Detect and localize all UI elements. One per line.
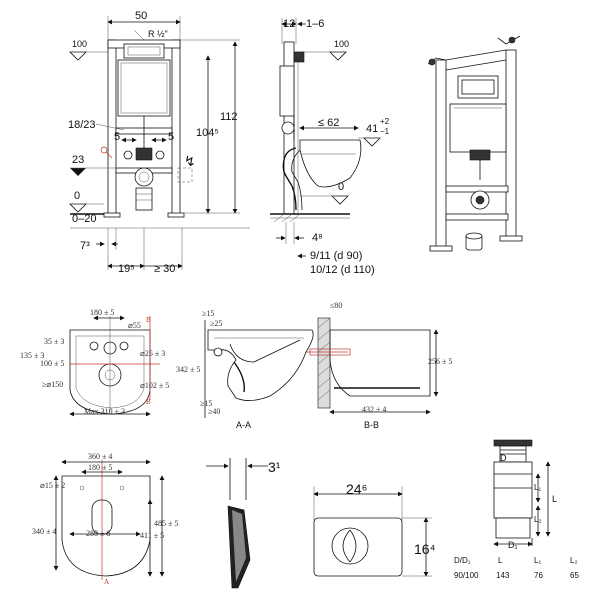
dim-18-23-label: 18/23 — [68, 119, 96, 131]
bb-d256-label: 256 ± 5 — [428, 357, 452, 366]
pipe-dimension-table: D/D₁ L L₁ L₂ 90/100 143 76 65 — [454, 556, 579, 580]
dim-0-20-label: 0–20 — [72, 213, 96, 225]
seat-d411-label: 411 ± 5 — [140, 531, 164, 540]
table-header-l: L — [498, 556, 503, 565]
flush-plate-side-view: 3¹ — [206, 458, 281, 589]
section-aa-view: ≥15 ≥25 342 ± 5 ≥15 ≥40 A-A — [176, 309, 314, 430]
side-tol-plus-label: +2 — [380, 117, 390, 126]
seat-d280-label: 280 ± 8 — [86, 529, 110, 538]
seat-d360-label: 360 ± 4 — [88, 452, 112, 461]
seat-d15-label: ⌀15 ± 2 — [40, 481, 65, 490]
section-b-top-label: B — [146, 316, 151, 324]
frame-width-label: 50 — [135, 10, 147, 22]
frame-side-view: 12 1–6 100 ≤ 62 41 +2 −1 0 — [270, 18, 390, 276]
frame-height-label: 112 — [220, 111, 238, 123]
flush-width-label: 24⁶ — [346, 481, 367, 497]
bowl-d102-label: ⌀102 ± 5 — [140, 381, 169, 390]
frame-height-104-label: 104⁵ — [196, 127, 219, 139]
pipe-l-label: L — [552, 494, 557, 504]
table-header-l1: L₁ — [534, 556, 541, 565]
aa-d15b-label: ≥15 — [200, 399, 212, 408]
flush-plate-front-view: 24⁶ 16⁴ — [313, 481, 436, 577]
bowl-top-view: B B 180 ± 5 ⌀55 35 ± 3 135 ± 3 100 ± 5 ⌀… — [20, 308, 169, 417]
bowl-d150-label: ≥⌀150 — [42, 380, 63, 389]
side-dim-4-label: 4⁸ — [312, 232, 323, 244]
side-dim-1-6-label: 1–6 — [306, 18, 324, 30]
bowl-d100-label: 100 ± 5 — [40, 359, 64, 368]
pipe-d-label: D — [500, 453, 507, 463]
section-bb-view: ≤80 256 ± 5 432 ± 4 B-B — [306, 301, 452, 430]
seat-d340-label: 340 ± 4 — [32, 527, 56, 536]
pipe-l2-label: L₂ — [534, 515, 542, 524]
dim-30-label: ≥ 30 — [154, 263, 175, 275]
level-23-label: 23 — [72, 154, 84, 166]
aa-d40-label: ≥40 — [208, 407, 220, 416]
bowl-d180-label: 180 ± 5 — [90, 308, 114, 317]
pipe-110-label: 10/12 (d 110) — [310, 264, 375, 276]
seat-d485-label: 485 ± 5 — [154, 519, 178, 528]
side-dim-62-label: ≤ 62 — [318, 117, 339, 129]
bowl-max310-label: Max 310 ± 3 — [84, 407, 125, 416]
dim-19-label: 19⁵ — [118, 263, 135, 275]
level-100-label: 100 — [72, 39, 87, 49]
bowl-d35-label: 35 ± 3 — [44, 337, 64, 346]
side-level-0-label: 0 — [338, 181, 344, 193]
bowl-d25-label: ⌀25 ± 3 — [140, 349, 165, 358]
table-cell-l2: 65 — [570, 571, 579, 580]
bowl-d55-label: ⌀55 — [128, 321, 141, 330]
bb-d432-label: 432 ± 4 — [362, 405, 386, 414]
table-header-l2: L₂ — [570, 556, 578, 565]
pipe-connector-drawing: D L L₁ L₂ D₁ — [493, 439, 557, 550]
table-cell-l1: 76 — [534, 571, 543, 580]
dim-5-left-label: 5 — [114, 131, 120, 143]
side-dim-12-label: 12 — [283, 18, 295, 30]
side-level-100-label: 100 — [334, 39, 349, 49]
bb-d80-label: ≤80 — [330, 301, 342, 310]
seat-top-view: A 360 ± 4 180 ± 5 ⌀15 ± 2 485 ± 5 340 ± … — [32, 452, 178, 586]
section-b-bottom-label: B — [146, 398, 151, 406]
level-0-label: 0 — [74, 190, 80, 202]
bowl-d135-label: 135 ± 3 — [20, 351, 44, 360]
table-cell-l: 143 — [496, 571, 510, 580]
table-header-d: D/D₁ — [454, 556, 471, 565]
aa-d342-label: 342 ± 5 — [176, 365, 200, 374]
pipe-d1-label: D₁ — [508, 540, 518, 550]
water-connection-label: R ½" — [148, 29, 168, 39]
pipe-l1-label: L₁ — [534, 483, 541, 492]
frame-front-view: 50 R ½" 100 — [68, 10, 250, 275]
seat-d180-label: 180 ± 5 — [88, 463, 112, 472]
pipe-90-label: 9/11 (d 90) — [310, 250, 362, 262]
flush-height-label: 16⁴ — [414, 541, 436, 557]
flush-depth-label: 3¹ — [268, 459, 281, 475]
aa-d15-label: ≥15 — [202, 309, 214, 318]
seat-section-a-label: A — [104, 578, 109, 586]
side-dim-41-label: 41 — [366, 123, 378, 135]
aa-d25-label: ≥25 — [210, 319, 222, 328]
electric-symbol: ↯ — [184, 153, 196, 169]
side-tol-minus-label: −1 — [380, 127, 390, 136]
dim-7-label: 7³ — [80, 240, 90, 252]
dim-5-right-label: 5 — [168, 131, 174, 143]
frame-isometric-view — [427, 35, 523, 252]
aa-caption: A-A — [236, 420, 251, 430]
bb-caption: B-B — [364, 420, 379, 430]
table-cell-d: 90/100 — [454, 571, 479, 580]
